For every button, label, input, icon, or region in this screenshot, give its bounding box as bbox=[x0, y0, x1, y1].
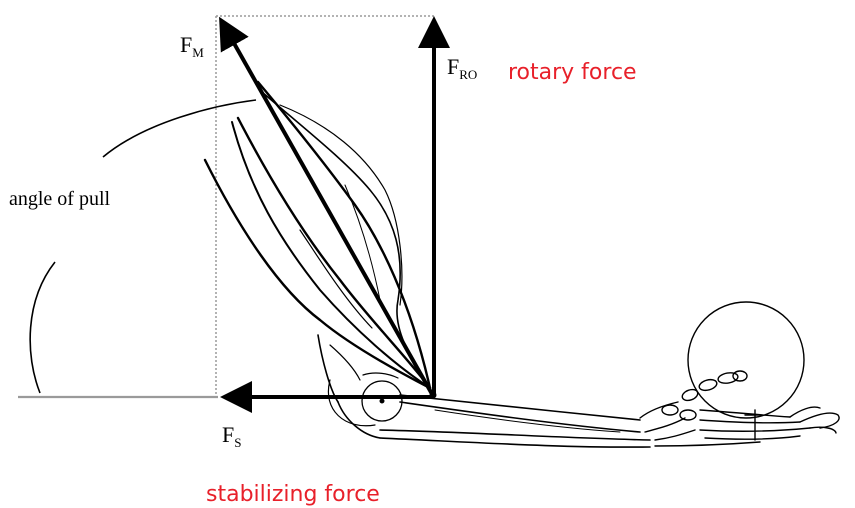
label-rotary-force-sub: RO bbox=[459, 67, 477, 82]
force-origin-point bbox=[429, 391, 437, 399]
label-stabilizing-force-main: F bbox=[222, 422, 234, 447]
forearm-bones bbox=[379, 394, 651, 448]
hand-bones bbox=[639, 370, 840, 447]
muscle-force-arrow bbox=[219, 16, 434, 395]
label-muscle-force-sub: M bbox=[192, 45, 204, 60]
elbow-sketch bbox=[317, 334, 403, 439]
muscle-sketch bbox=[203, 80, 432, 390]
label-muscle-force: FM bbox=[180, 32, 204, 60]
rotary-force-caption: rotary force bbox=[508, 60, 637, 85]
angle-arc bbox=[29, 261, 56, 394]
label-stabilizing-force-sub: S bbox=[234, 435, 241, 450]
label-stabilizing-force: FS bbox=[222, 422, 241, 450]
ball-outline bbox=[687, 301, 805, 419]
angle-of-pull-caption: angle of pull bbox=[9, 188, 111, 210]
stabilizing-force-caption: stabilizing force bbox=[206, 482, 380, 507]
label-rotary-force-main: F bbox=[447, 54, 459, 79]
angle-leader-curve bbox=[102, 99, 257, 158]
label-rotary-force: FRO bbox=[447, 54, 477, 82]
label-muscle-force-main: F bbox=[180, 32, 192, 57]
guide-lines bbox=[215, 15, 434, 397]
